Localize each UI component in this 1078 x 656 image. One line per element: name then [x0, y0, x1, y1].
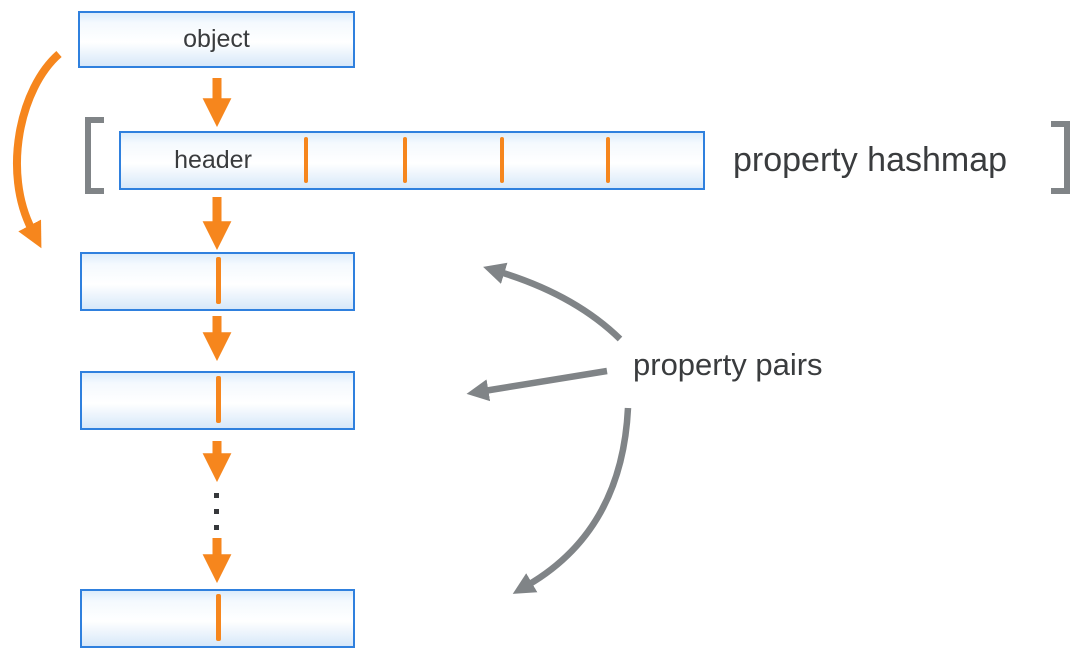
hashmap-box: header — [119, 131, 705, 190]
hashmap-slot-divider — [606, 137, 611, 183]
property-pair-box-2 — [80, 371, 355, 430]
pair-divider — [215, 376, 221, 423]
property-pair-box-1 — [80, 252, 355, 311]
object-box: object — [78, 11, 355, 68]
gray-arrow-to-pair2 — [466, 367, 608, 402]
hashmap-slot-divider — [403, 137, 408, 183]
property-pair-box-3 — [80, 589, 355, 648]
right-bracket — [1051, 121, 1070, 194]
object-box-label: object — [183, 25, 250, 53]
pair-divider — [215, 257, 221, 304]
ellipsis-dot — [214, 525, 219, 530]
hashmap-caption: property hashmap — [733, 141, 1008, 179]
orange-curved-arrow-object-to-pair1 — [13, 50, 62, 249]
ellipsis-dot — [214, 509, 219, 514]
ellipsis-dot — [214, 493, 219, 498]
gray-arrow-to-pair3 — [512, 407, 632, 594]
hashmap-header-label: header — [174, 146, 252, 174]
property-pairs-caption: property pairs — [633, 347, 823, 382]
pair-divider — [215, 594, 221, 641]
hashmap-slot-divider — [303, 137, 308, 183]
gray-arrow-to-pair1 — [483, 262, 623, 342]
hashmap-slot-divider — [500, 137, 505, 183]
left-bracket — [85, 117, 104, 194]
